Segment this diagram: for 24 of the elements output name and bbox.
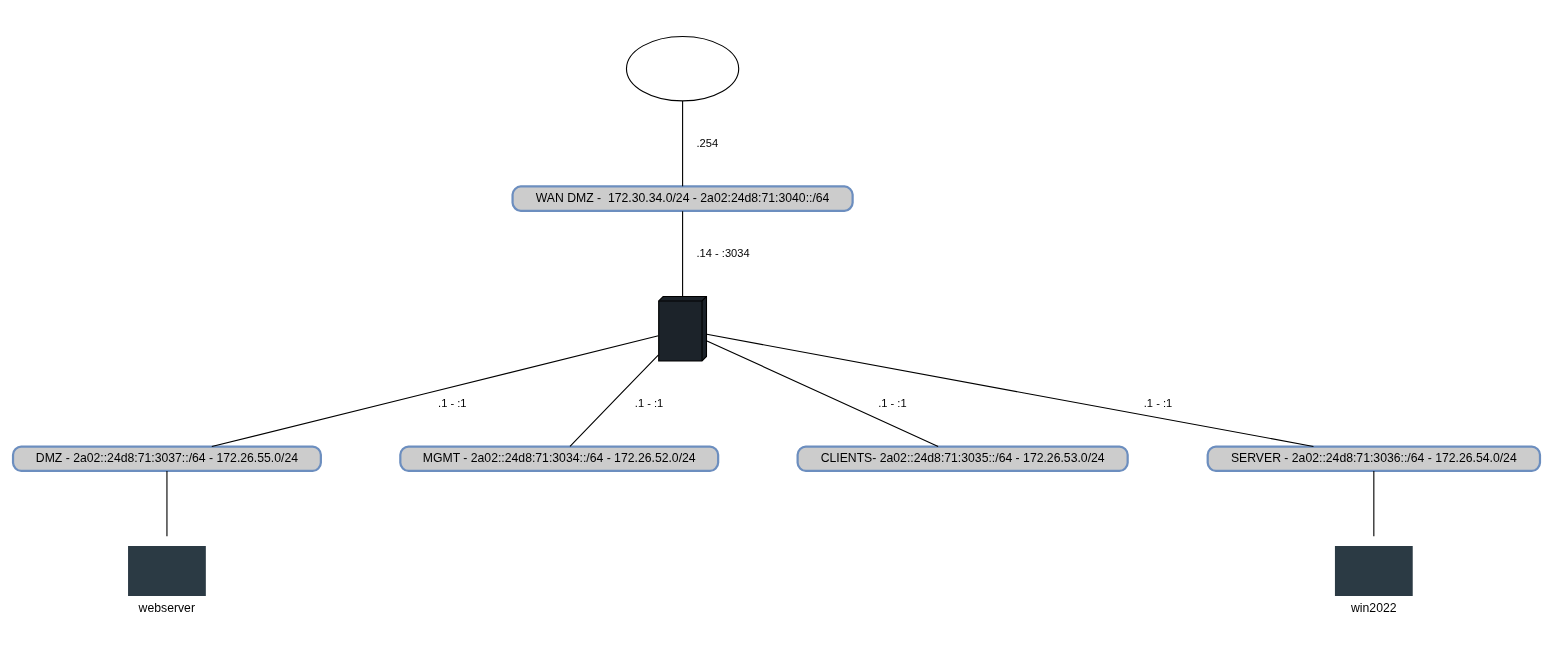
node-box: SERVER - 2a02::24d8:71:3036::/64 - 172.26.54.0/24 [1206,445,1542,473]
connector [706,340,939,447]
node-box: WAN DMZ - 172.30.34.0/24 - 2a02:24d8:71:3040::/64 [511,185,854,213]
edge-label: .1 - :1 [438,397,467,410]
node-box [128,546,206,596]
connector [1373,470,1375,537]
connector [682,210,684,297]
edge-label: .1 - :1 [1143,397,1173,410]
node-label: webserver [138,601,195,616]
connector [211,335,659,448]
edge-label: .14 - :3034 [696,247,750,260]
edge-label: .1 - :1 [634,397,664,410]
connector [166,470,168,537]
node-box [1334,546,1413,596]
node-cloud [625,35,740,102]
node-box: MGMT - 2a02::24d8:71:3034::/64 - 172.26.52.0/24 [399,445,720,473]
node-box: DMZ - 2a02::24d8:71:3037::/64 - 172.26.55.0/24 [11,445,322,473]
edge-label: .254 [696,137,719,150]
edge-label: .1 - :1 [878,397,907,410]
node-label: win2022 [1351,601,1397,616]
connector [682,100,684,187]
connector [706,333,1314,448]
connector [569,354,660,448]
node-box: CLIENTS- 2a02::24d8:71:3035::/64 - 172.26.53.0/24 [796,445,1129,473]
